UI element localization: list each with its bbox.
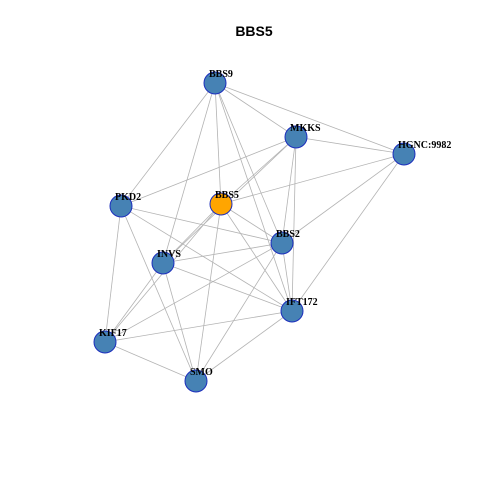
edge-bbs9-invs xyxy=(162,82,216,264)
edge-bbs9-hgnc-9982 xyxy=(214,82,405,155)
edge-pkd2-ift172 xyxy=(120,205,293,312)
node-label-bbs2: BBS2 xyxy=(276,229,300,240)
node-label-bbs5: BBS5 xyxy=(215,190,239,201)
edge-pkd2-bbs2 xyxy=(120,205,283,244)
edge-bbs2-smo xyxy=(195,242,283,382)
edge-layer xyxy=(104,82,405,382)
node-bbs9[interactable] xyxy=(203,71,227,95)
edge-mkks-ift172 xyxy=(291,136,297,312)
edge-invs-ift172 xyxy=(162,262,293,312)
edge-pkd2-kif17 xyxy=(104,205,122,343)
edge-mkks-bbs2 xyxy=(281,136,297,244)
node-label-bbs9: BBS9 xyxy=(209,69,233,80)
edge-mkks-bbs5 xyxy=(220,136,297,205)
edge-bbs5-invs xyxy=(162,203,222,264)
edge-bbs9-mkks xyxy=(214,82,297,138)
edge-bbs5-bbs2 xyxy=(220,203,283,244)
node-label-ift172: IFT172 xyxy=(286,297,318,308)
node-bbs2[interactable] xyxy=(270,231,294,255)
edge-bbs2-kif17 xyxy=(104,242,283,343)
node-label-invs: INVS xyxy=(157,249,181,260)
edge-hgnc-9982-bbs2 xyxy=(281,153,405,244)
node-hgnc-9982[interactable] xyxy=(392,142,416,166)
node-label-pkd2: PKD2 xyxy=(115,192,141,203)
node-layer xyxy=(93,71,416,393)
node-label-smo: SMO xyxy=(190,367,213,378)
edge-kif17-smo xyxy=(104,341,197,382)
node-ift172[interactable] xyxy=(280,299,304,323)
edge-bbs9-ift172 xyxy=(214,82,293,312)
edge-mkks-pkd2 xyxy=(120,136,297,207)
edge-bbs9-bbs5 xyxy=(214,82,222,205)
node-label-hgnc-9982: HGNC:9982 xyxy=(398,140,451,151)
edge-mkks-hgnc-9982 xyxy=(295,136,405,155)
edge-invs-kif17 xyxy=(104,262,164,343)
node-pkd2[interactable] xyxy=(109,194,133,218)
edge-ift172-smo xyxy=(195,310,293,382)
node-smo[interactable] xyxy=(184,369,208,393)
edge-pkd2-smo xyxy=(120,205,197,382)
node-label-mkks: MKKS xyxy=(290,123,321,134)
edge-invs-smo xyxy=(162,262,197,382)
node-label-kif17: KIF17 xyxy=(99,328,127,339)
edge-bbs9-pkd2 xyxy=(120,82,216,207)
node-mkks[interactable] xyxy=(284,125,308,149)
edge-hgnc-9982-ift172 xyxy=(291,153,405,312)
node-bbs5[interactable] xyxy=(209,192,233,216)
node-invs[interactable] xyxy=(151,251,175,275)
graph-title: BBS5 xyxy=(235,23,273,39)
node-kif17[interactable] xyxy=(93,330,117,354)
edge-bbs9-bbs2 xyxy=(214,82,283,244)
edge-ift172-kif17 xyxy=(104,310,293,343)
edge-bbs5-smo xyxy=(195,203,222,382)
edge-bbs2-invs xyxy=(162,242,283,264)
edge-hgnc-9982-bbs5 xyxy=(220,153,405,205)
